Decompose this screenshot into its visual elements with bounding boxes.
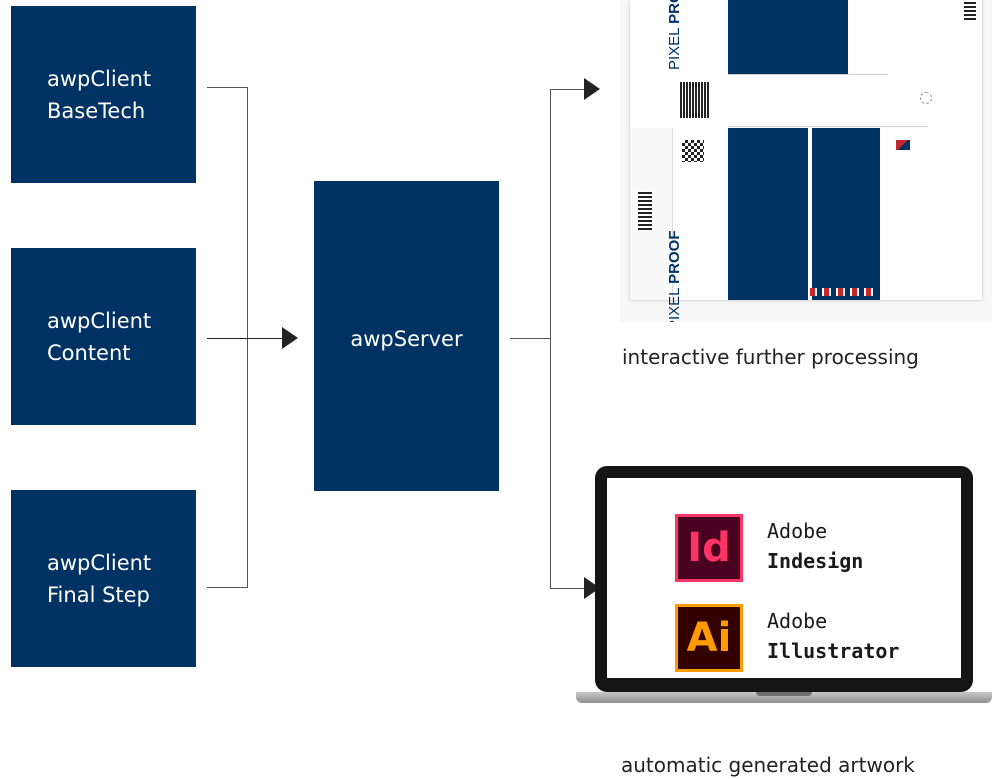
laptop-screen-bezel: Id Adobe Indesign Ai Adobe Illustrator <box>595 466 973 692</box>
barcode-icon <box>638 190 652 230</box>
laptop-screen: Id Adobe Indesign Ai Adobe Illustrator <box>607 478 961 678</box>
package-brand-top: PIXEL PROOF <box>666 0 683 70</box>
color-strip <box>810 288 878 296</box>
illustrator-icon-text: Ai <box>686 615 732 661</box>
package-dieline-image: PIXEL PROOF PIXEL PROOF <box>620 0 992 322</box>
client-label-line2: BaseTech <box>47 98 146 123</box>
laptop-notch <box>756 692 812 696</box>
client-label-line1: awpClient <box>47 550 152 575</box>
connector-line <box>247 87 248 588</box>
connector-line <box>550 89 551 589</box>
awpserver-box: awpServer <box>314 181 499 491</box>
indesign-label: Adobe Indesign <box>767 516 863 576</box>
arrow-to-server <box>282 327 298 349</box>
package-caption: interactive further processing <box>622 345 919 369</box>
laptop-base <box>576 692 992 703</box>
artwork-caption: automatic generated artwork <box>621 753 915 777</box>
laptop-image: Id Adobe Indesign Ai Adobe Illustrator <box>576 466 992 711</box>
connector-line <box>510 338 551 339</box>
server-label: awpServer <box>350 327 463 351</box>
illustrator-icon: Ai <box>675 604 743 672</box>
package-brand-light: PIXEL <box>666 28 683 70</box>
connector-line <box>550 588 586 589</box>
package-brand-bold: PROOF <box>666 0 683 24</box>
qr-code-icon <box>682 140 704 162</box>
awpclient-final-step-box: awpClient Final Step <box>11 490 196 667</box>
illustrator-label: Adobe Illustrator <box>767 606 899 666</box>
brand-logo-icon <box>896 140 910 150</box>
connector-line <box>207 587 248 588</box>
connector-line <box>207 87 248 88</box>
client-label-line1: awpClient <box>47 66 152 91</box>
arrow-to-package <box>584 78 600 100</box>
indesign-icon-text: Id <box>687 525 731 571</box>
package-brand: PIXEL PROOF <box>666 231 683 322</box>
client-label-line1: awpClient <box>47 308 152 333</box>
client-label-line2: Final Step <box>47 582 150 607</box>
awpclient-content-box: awpClient Content <box>11 248 196 425</box>
package-brand-light: PIXEL <box>666 288 683 322</box>
app-vendor: Adobe <box>767 609 828 633</box>
barcode-icon <box>680 82 710 118</box>
barcode-icon <box>964 0 976 20</box>
app-name: Indesign <box>767 549 864 573</box>
app-vendor: Adobe <box>767 519 828 543</box>
connector-line <box>207 338 284 339</box>
client-label-line2: Content <box>47 340 131 365</box>
awpclient-basetech-box: awpClient BaseTech <box>11 6 196 183</box>
indesign-icon: Id <box>675 514 743 582</box>
package-brand-bold: PROOF <box>666 230 683 284</box>
app-name: Illustrator <box>767 639 900 663</box>
connector-line <box>550 89 586 90</box>
